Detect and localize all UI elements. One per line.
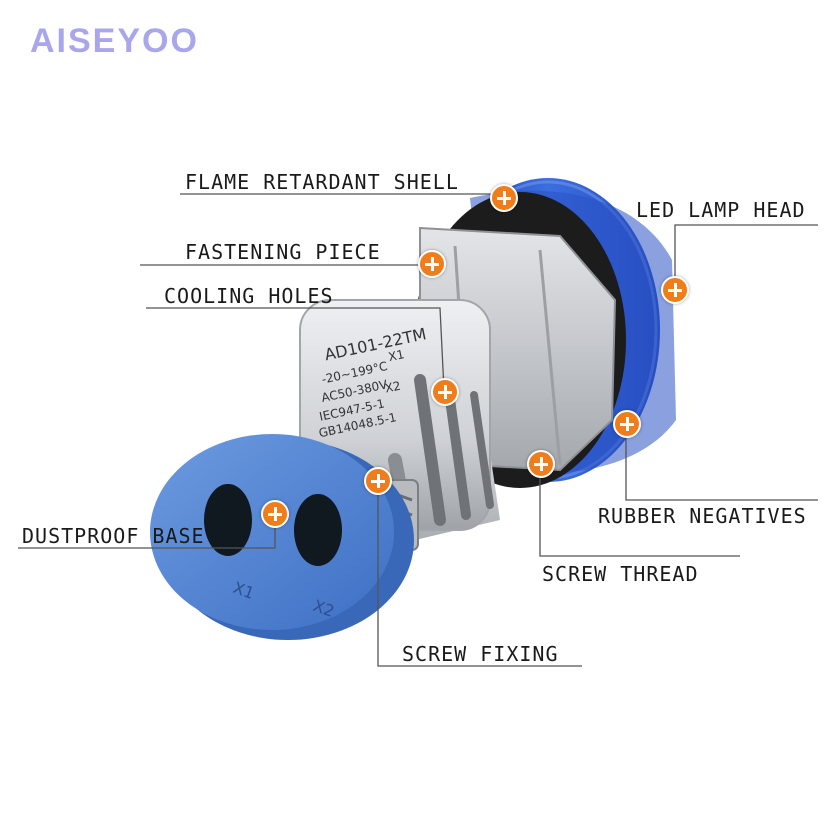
leader-flame-retardant-shell xyxy=(180,193,505,199)
callout-fastening-piece: FASTENING PIECE xyxy=(185,240,381,264)
marker-cooling-holes[interactable] xyxy=(431,378,459,406)
model-line: X2 xyxy=(384,379,402,396)
terminal-hole xyxy=(204,484,252,556)
callout-flame-retardant-shell: FLAME RETARDANT SHELL xyxy=(185,170,459,194)
callout-cooling-holes: COOLING HOLES xyxy=(164,284,334,308)
leader-led-lamp-head xyxy=(674,224,818,288)
leader-rubber-negatives xyxy=(625,425,818,501)
leader-screw-thread xyxy=(539,462,740,557)
callout-led-lamp-head: LED LAMP HEAD xyxy=(636,198,806,222)
marker-dustproof-base[interactable] xyxy=(261,500,289,528)
model-line: X1 xyxy=(387,347,405,364)
marker-screw-fixing[interactable] xyxy=(364,467,392,495)
marker-screw-thread[interactable] xyxy=(527,450,555,478)
callout-screw-thread: SCREW THREAD xyxy=(542,562,699,586)
marker-flame-retardant-shell[interactable] xyxy=(490,184,518,212)
marker-led-lamp-head[interactable] xyxy=(661,276,689,304)
callout-dustproof-base: DUSTPROOF BASE xyxy=(22,524,205,548)
marker-fastening-piece[interactable] xyxy=(418,250,446,278)
marker-rubber-negatives[interactable] xyxy=(613,410,641,438)
callout-rubber-negatives: RUBBER NEGATIVES xyxy=(598,504,807,528)
leader-screw-fixing xyxy=(377,482,582,667)
brand-logo: AISEYOO xyxy=(30,22,199,60)
dustproof-base-part: X1 X2 xyxy=(150,434,414,640)
terminal-hole xyxy=(294,494,342,566)
leader-cooling-holes xyxy=(146,307,445,391)
callout-screw-fixing: SCREW FIXING xyxy=(402,642,559,666)
